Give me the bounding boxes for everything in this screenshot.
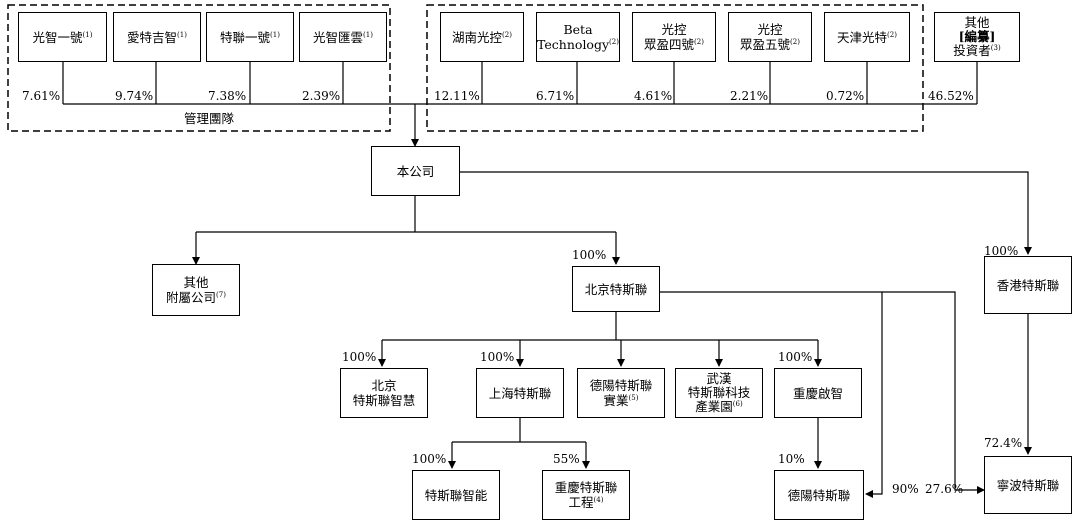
other-investors: 其他 [編纂] 投資者(3) [934,12,1020,62]
deyang-telian: 德陽特斯聯 [774,470,864,520]
investor-group-border [426,4,924,132]
investor-tianjin-guangte: 天津光特(2) [824,12,910,62]
company-box: 本公司 [371,146,460,196]
shareholder-guangzhi-huiyun: 光智匯雲(1) [299,12,387,62]
other-affiliates: 其他 附屬公司(7) [152,264,240,316]
investor-zhongying-5: 光控 眾盈五號(2) [728,12,812,62]
shareholder-guangzhi-1: 光智一號(1) [18,12,107,62]
shanghai-telian: 上海特斯聯 [476,368,564,418]
beijing-telian-zhihui: 北京 特斯聯智慧 [340,368,428,418]
investor-zhongying-4: 光控 眾盈四號(2) [632,12,716,62]
pct-deyang-from-beijing: 90% [892,482,919,496]
chongqing-telian-engineering: 重慶特斯聯 工程(4) [542,470,630,520]
wuhan-telian-park: 武漢 特斯聯科技 產業園(6) [675,368,763,418]
pct-zhongying-5: 2.21% [730,89,769,103]
investor-hunan-guangkong: 湖南光控(2) [440,12,524,62]
beijing-telian: 北京特斯聯 [572,266,660,312]
pct-chongqing-engineering: 55% [553,452,580,466]
management-group-border [7,4,391,132]
pct-guangzhi-huiyun: 2.39% [302,89,341,103]
pct-hongkong: 100% [984,244,1019,258]
shareholder-telian-1: 特聯一號(1) [206,12,294,62]
hongkong-telian: 香港特斯聯 [984,256,1072,314]
pct-hunan-guangkong: 12.11% [434,89,480,103]
pct-ningbo-from-beijing: 27.6% [925,482,964,496]
pct-beijing-zhihui: 100% [342,350,377,364]
pct-aitejizhi: 9.74% [115,89,154,103]
telian-zhineng: 特斯聯智能 [412,470,500,520]
pct-chongqing-qizhi: 100% [778,350,813,364]
deyang-telian-shiye: 德陽特斯聯 實業(5) [577,368,665,418]
pct-guangzhi-1: 7.61% [22,89,61,103]
pct-zhongying-4: 4.61% [634,89,673,103]
pct-shanghai: 100% [480,350,515,364]
pct-deyang-from-chongqing: 10% [778,452,805,466]
pct-ningbo-from-hk: 72.4% [984,436,1023,450]
pct-beijing: 100% [572,248,607,262]
ningbo-telian: 寧波特斯聯 [984,456,1072,514]
management-team-label: 管理團隊 [184,111,235,126]
pct-other-investors: 46.52% [928,89,974,103]
pct-beta-technology: 6.71% [536,89,575,103]
pct-telian-1: 7.38% [208,89,247,103]
chongqing-qizhi: 重慶啟智 [774,368,862,418]
pct-tianjin-guangte: 0.72% [826,89,865,103]
investor-beta-technology: Beta Technology(2) [536,12,620,62]
pct-telian-zhineng: 100% [412,452,447,466]
shareholder-aitejizhi: 愛特吉智(1) [113,12,201,62]
